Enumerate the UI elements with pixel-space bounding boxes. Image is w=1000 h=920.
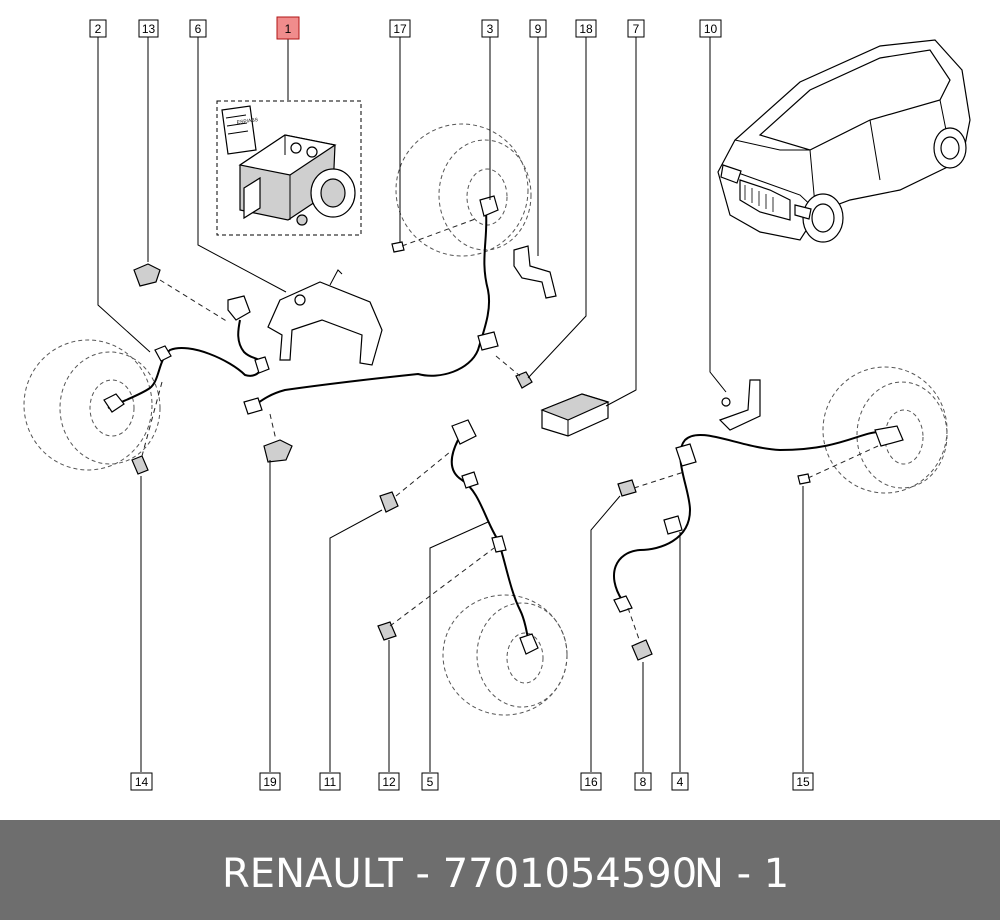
callout-17: 17 (389, 19, 411, 38)
yaw-rate-sensor (540, 393, 610, 437)
wheel-speed-sensor-front-right (243, 195, 499, 415)
callout-6: 6 (189, 19, 207, 38)
abs-bracket (267, 269, 383, 366)
tire-rear-left (442, 594, 568, 716)
svg-text:9: 9 (535, 22, 542, 36)
svg-text:14: 14 (135, 775, 149, 789)
callout-7: 7 (627, 19, 645, 38)
clip-19 (263, 439, 293, 463)
svg-text:3: 3 (487, 22, 494, 36)
callout-15: 15 (792, 772, 814, 791)
callout-18: 18 (575, 19, 597, 38)
diagram-reference: N - 1 (694, 851, 790, 897)
callout-13: 13 (138, 19, 159, 38)
svg-text:6: 6 (195, 22, 202, 36)
callout-14: 14 (130, 772, 153, 791)
callout-4: 4 (671, 772, 689, 791)
bracket-10 (718, 379, 761, 431)
ecu-label: ESP/ABS (236, 117, 259, 126)
wheel-speed-sensor-front-left (103, 295, 270, 413)
svg-text:5: 5 (427, 775, 434, 789)
part-number-title: RENAULT - 7701054590 (222, 851, 698, 897)
bracket-9 (513, 245, 557, 299)
clip-12 (377, 621, 397, 641)
screw-17 (391, 241, 405, 253)
svg-text:2: 2 (95, 22, 102, 36)
svg-text:17: 17 (393, 22, 407, 36)
footer-bar: RENAULT - 7701054590 N - 1 (0, 820, 1000, 920)
svg-text:10: 10 (704, 22, 718, 36)
callout-1: 1 (276, 16, 300, 40)
abs-hydraulic-unit: ESP/ABS (216, 100, 362, 236)
wheel-speed-sensor-rear-right (613, 425, 904, 613)
svg-text:1: 1 (285, 22, 292, 36)
tire-front-right (395, 123, 532, 257)
vehicle-illustration (717, 39, 971, 243)
clip-16 (617, 479, 637, 497)
callout-10: 10 (699, 19, 722, 38)
callout-11: 11 (319, 772, 341, 791)
svg-text:15: 15 (796, 775, 810, 789)
clip-8 (631, 639, 653, 661)
callout-12: 12 (378, 772, 400, 791)
tire-front-left (23, 339, 161, 471)
connector-13 (133, 263, 161, 287)
svg-text:12: 12 (382, 775, 396, 789)
callout-5: 5 (421, 772, 439, 791)
wheel-speed-sensor-rear-left (450, 419, 539, 655)
svg-text:18: 18 (579, 22, 593, 36)
callout-2: 2 (89, 19, 107, 38)
callout-16: 16 (580, 772, 602, 791)
svg-text:16: 16 (584, 775, 598, 789)
svg-text:11: 11 (324, 775, 337, 789)
svg-text:19: 19 (263, 775, 277, 789)
svg-text:8: 8 (640, 775, 647, 789)
callout-8: 8 (634, 772, 652, 791)
leader-lines (97, 37, 804, 772)
clip-11 (379, 491, 399, 513)
callout-3: 3 (481, 19, 499, 38)
callout-19: 19 (259, 772, 281, 791)
callout-9: 9 (529, 19, 547, 38)
svg-text:13: 13 (142, 22, 156, 36)
clip-14 (131, 455, 149, 475)
svg-text:7: 7 (633, 22, 640, 36)
parts-diagram: ESP/ABS (23, 16, 971, 791)
assembly-lines (141, 217, 879, 643)
screw-15 (797, 473, 811, 485)
svg-text:4: 4 (677, 775, 684, 789)
